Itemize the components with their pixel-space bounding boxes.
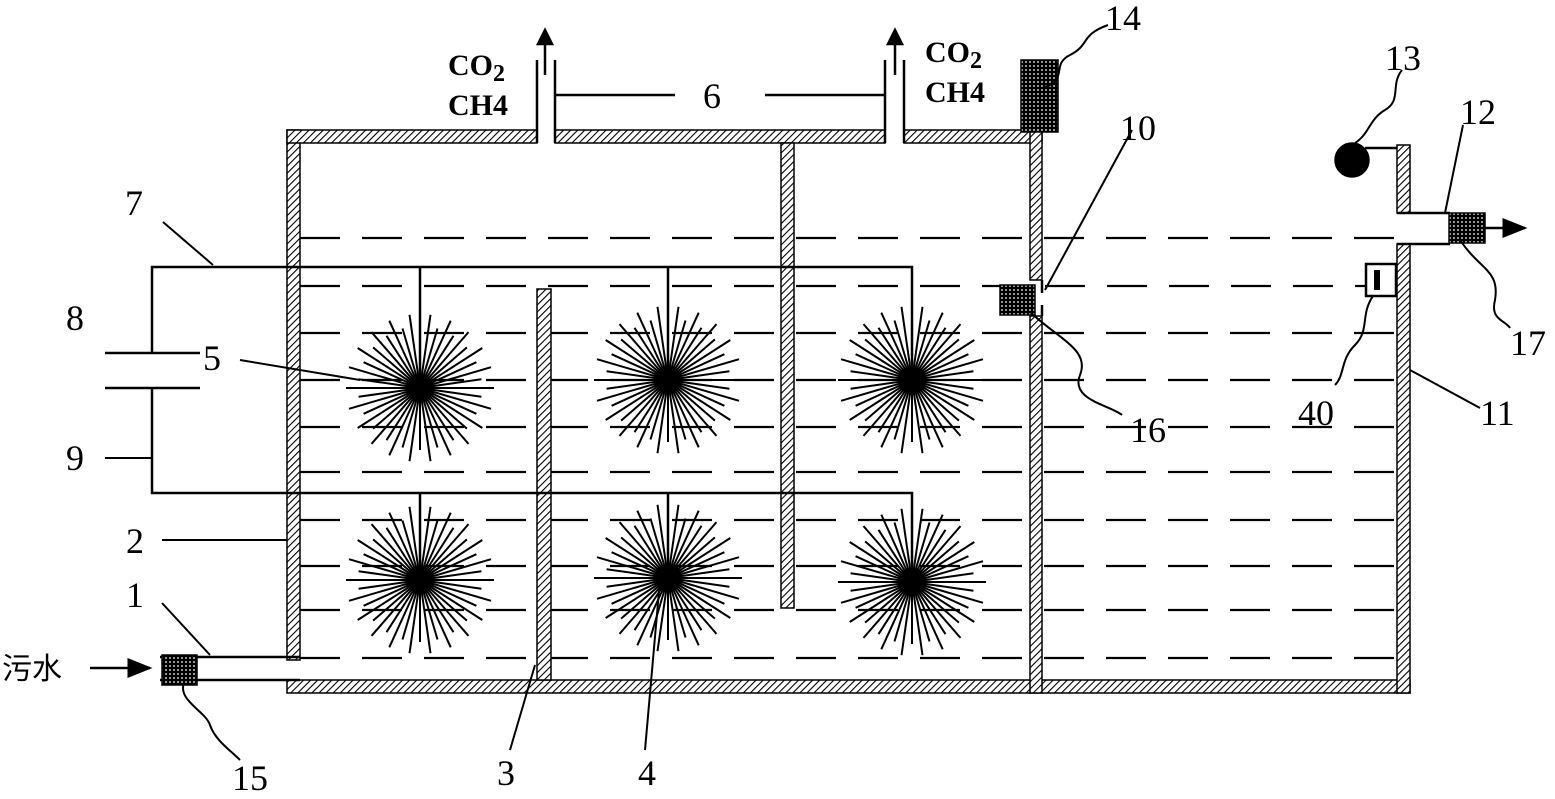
reactor-left-wall: [286, 129, 301, 661]
label-17: 17: [1510, 323, 1546, 363]
label-11: 11: [1480, 393, 1515, 433]
left-ch4-label: CH4: [448, 89, 508, 122]
left-co2-label: CO2: [448, 49, 505, 87]
settling-tank-wall: [1396, 144, 1411, 214]
brush-electrode-icon: [346, 506, 494, 654]
right-ch4-label: CH4: [925, 76, 985, 109]
brush-electrode-icon: [594, 504, 742, 652]
label-16: 16: [1130, 410, 1166, 450]
label-5: 5: [203, 338, 221, 378]
label-10: 10: [1120, 108, 1156, 148]
label-6: 6: [703, 76, 721, 116]
baffle-3: [536, 288, 552, 681]
brush-electrode-icon: [838, 306, 986, 454]
label-40: 40: [1298, 393, 1334, 433]
label-14: 14: [1105, 0, 1141, 38]
outlet-pipe: [1397, 211, 1528, 246]
label-3: 3: [497, 753, 515, 793]
label-7: 7: [125, 183, 143, 223]
label-1: 1: [126, 575, 144, 615]
brush-electrode-icon: [838, 508, 986, 656]
label-9: 9: [66, 438, 84, 478]
reactor-top-middle: [554, 129, 886, 144]
baffle-upper: [780, 142, 795, 609]
reactor-walls: [286, 129, 1411, 694]
label-4: 4: [638, 753, 656, 793]
label-8: 8: [66, 298, 84, 338]
reactor-top-left: [286, 129, 538, 144]
gas-labels: CO2 CH4 CO2 CH4: [448, 36, 985, 122]
sensor-13-icon: [1334, 142, 1370, 178]
inlet-sewage-label: 污水: [2, 652, 62, 687]
right-co2-label: CO2: [925, 36, 982, 74]
reactor-right-wall: [1029, 129, 1043, 281]
sensors: [161, 59, 1486, 686]
brush-electrodes: [346, 306, 986, 656]
brush-electrode-icon: [346, 314, 494, 462]
sensor-17-icon: [1448, 212, 1486, 244]
reactor-right-wall-lower: [1029, 315, 1043, 694]
sensor-14-icon: [1020, 59, 1059, 133]
label-12: 12: [1460, 92, 1496, 132]
label-13: 13: [1385, 38, 1421, 78]
settling-tank-wall-lower: [1396, 243, 1411, 694]
brush-electrode-icon: [594, 306, 742, 454]
water-level-lines: [300, 236, 1395, 660]
reactor-bottom: [286, 679, 1411, 694]
sensor-15-icon: [161, 654, 198, 686]
sensor-16-icon: [999, 284, 1036, 316]
sensor-40-icon: [1364, 262, 1398, 298]
label-15: 15: [232, 758, 268, 798]
leader-lines: [105, 24, 1511, 761]
part-labels: 1 2 3 4 5 6 7 8 9 10 11 12 13 14 15 16 1…: [66, 0, 1546, 798]
gas-outlet-pipes: [535, 27, 906, 143]
label-2: 2: [126, 521, 144, 561]
